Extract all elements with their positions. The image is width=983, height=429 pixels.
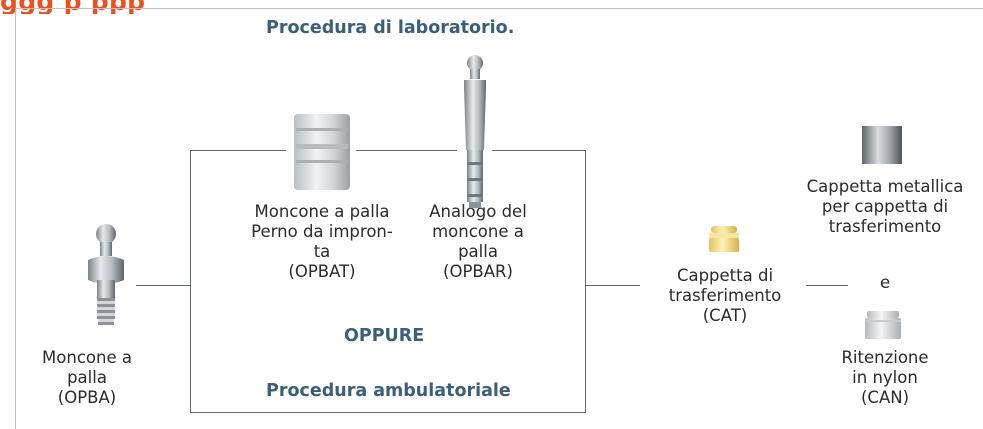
- lab-procedure-title: Procedura di laboratorio.: [266, 18, 515, 38]
- analog-label: Analogo del moncone a palla (OPBAR): [429, 202, 527, 281]
- ball-abutment-icon: [88, 224, 124, 325]
- connector-ball-to-box: [136, 285, 190, 286]
- metal-cap-label: Cappetta metallica per cappetta di trasf…: [806, 177, 964, 236]
- box-top-edge-middle: [356, 150, 457, 151]
- nylon-retention-label: Ritenzione in nylon (CAN): [841, 348, 929, 407]
- or-label: OPPURE: [344, 326, 425, 346]
- box-left-edge: [190, 150, 191, 413]
- impression-post-icon: [294, 114, 350, 190]
- frame-top-border: [15, 8, 983, 9]
- transfer-cap-label: Cappetta di trasferimento (CAT): [668, 266, 782, 325]
- metal-cap-icon: [862, 126, 902, 164]
- box-top-edge-left: [190, 150, 286, 151]
- frame-left-border: [15, 8, 16, 429]
- box-right-edge: [585, 150, 586, 413]
- impression-post-label: Moncone a palla Perno da impron- ta (OPB…: [251, 202, 393, 281]
- box-bottom-edge: [190, 412, 585, 413]
- ball-abutment-label: Moncone a palla (OPBA): [42, 348, 132, 407]
- connector-box-to-cap: [586, 285, 640, 286]
- nylon-retention-icon: [865, 311, 901, 339]
- header-title: ggg p ppp: [0, 0, 145, 14]
- ambulatory-procedure-title: Procedura ambulatoriale: [266, 381, 511, 401]
- transfer-cap-icon: [709, 226, 739, 252]
- analog-icon: [464, 55, 486, 208]
- and-label: e: [880, 273, 891, 292]
- connector-cap-to-options: [806, 285, 848, 286]
- header-title-strip: ggg p ppp: [0, 0, 983, 14]
- box-top-edge-right: [492, 150, 586, 151]
